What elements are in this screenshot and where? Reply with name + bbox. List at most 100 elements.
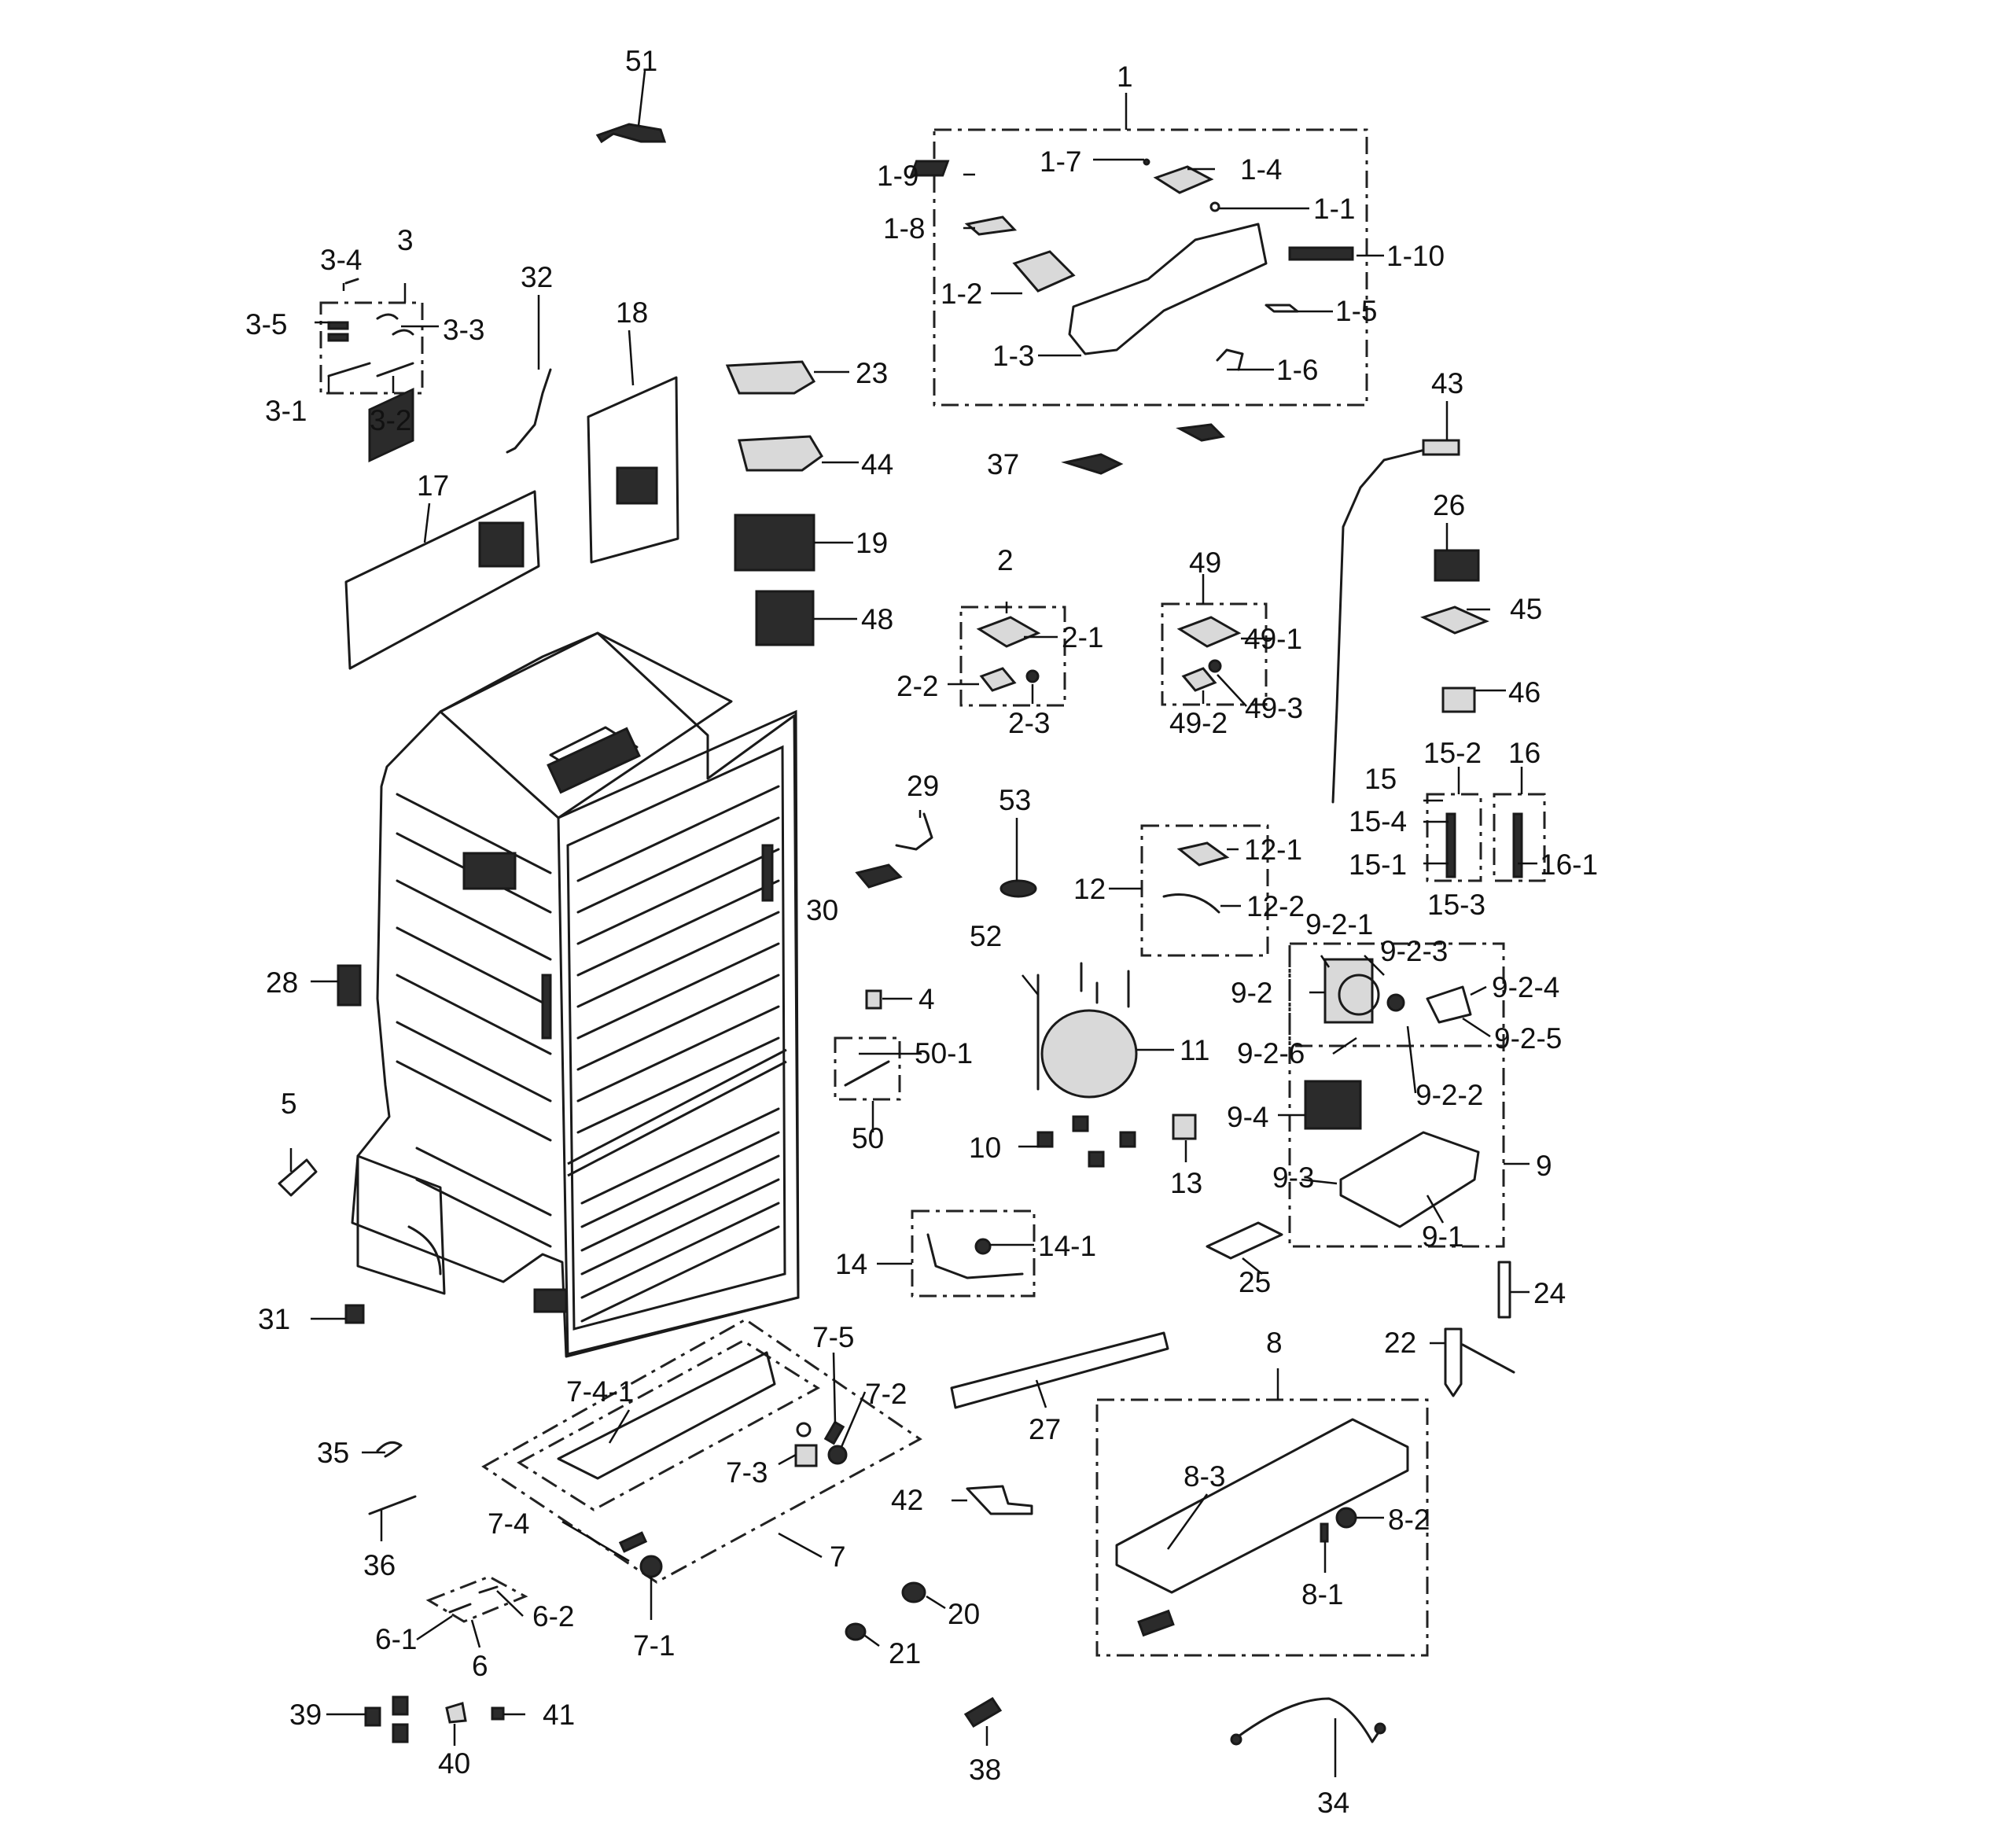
group-box-15 — [1426, 793, 1482, 882]
part-25 — [1206, 1221, 1283, 1260]
callout-37: 37 — [987, 448, 1019, 480]
callout-15-4: 15-4 — [1349, 805, 1407, 837]
callout-42: 42 — [891, 1484, 923, 1516]
part-9-2-2 — [1386, 993, 1405, 1012]
callout-2-2: 2-2 — [896, 670, 938, 702]
callout-27: 27 — [1029, 1413, 1061, 1445]
part-36 — [368, 1495, 417, 1515]
part-49-3 — [1208, 659, 1222, 673]
callout-1-7: 1-7 — [1040, 145, 1081, 178]
callout-38: 38 — [969, 1754, 1001, 1786]
callout-3-1: 3-1 — [265, 395, 307, 427]
callout-8-1: 8-1 — [1301, 1578, 1343, 1611]
part-22 — [1444, 1327, 1515, 1397]
part-8-3 — [1115, 1418, 1409, 1594]
part-1-7 — [1143, 158, 1150, 166]
callout-9-4: 9-4 — [1227, 1101, 1268, 1133]
part-23 — [725, 360, 816, 395]
callout-16: 16 — [1508, 737, 1541, 769]
part-42 — [966, 1485, 1033, 1515]
part-3-4 — [344, 278, 359, 285]
callout-14-1: 14-1 — [1038, 1230, 1096, 1262]
callout-19: 19 — [856, 527, 888, 559]
callout-23: 23 — [856, 357, 888, 389]
part-16-1 — [1512, 812, 1523, 878]
part-1-6 — [1216, 348, 1244, 371]
callout-11: 11 — [1180, 1034, 1209, 1066]
group-box-6 — [425, 1575, 528, 1623]
part-32 — [506, 368, 552, 454]
callout-28: 28 — [266, 966, 298, 999]
callout-20: 20 — [948, 1598, 980, 1630]
callout-49-3: 49-3 — [1245, 692, 1303, 724]
callout-49-1: 49-1 — [1244, 623, 1302, 655]
callout-7-4: 7-4 — [488, 1507, 529, 1540]
part-6-1 — [448, 1603, 472, 1614]
callout-1-10: 1-10 — [1386, 240, 1445, 272]
callout-3-4: 3-4 — [320, 244, 362, 276]
callout-9-2-6: 9-2-6 — [1237, 1037, 1305, 1069]
part-27 — [950, 1331, 1169, 1409]
part-11 — [1040, 1009, 1138, 1099]
callout-49-2: 49-2 — [1169, 707, 1228, 739]
callout-26: 26 — [1433, 489, 1465, 521]
callout-1-4: 1-4 — [1240, 153, 1282, 186]
callout-9-2-2: 9-2-2 — [1415, 1079, 1483, 1111]
group-box-50 — [834, 1036, 901, 1101]
callout-9: 9 — [1536, 1150, 1552, 1182]
part-30 — [855, 863, 903, 889]
part-9-4 — [1304, 1080, 1362, 1130]
part-1-extra-bracket — [1176, 423, 1226, 442]
callout-9-1: 9-1 — [1422, 1220, 1463, 1253]
callout-7-5: 7-5 — [812, 1321, 854, 1353]
group-box-3 — [319, 301, 424, 395]
callout-1-1: 1-1 — [1313, 193, 1355, 225]
part-17-vent-b — [478, 521, 525, 568]
callout-6-2: 6-2 — [532, 1600, 574, 1633]
part-8-1 — [1320, 1522, 1329, 1543]
callout-53: 53 — [999, 784, 1031, 816]
callout-15-1: 15-1 — [1349, 849, 1407, 881]
callout-3-3: 3-3 — [443, 314, 484, 346]
callout-41: 41 — [543, 1699, 575, 1731]
part-9-1 — [1339, 1131, 1480, 1228]
callout-3-2: 3-2 — [370, 404, 411, 436]
callout-12: 12 — [1073, 873, 1106, 905]
part-2-1 — [976, 616, 1041, 648]
part-7-bushing — [618, 1531, 648, 1553]
callout-1-6: 1-6 — [1276, 354, 1318, 386]
callout-16-1: 16-1 — [1540, 849, 1598, 881]
refrigerator-cabinet — [351, 631, 800, 1358]
callout-48: 48 — [861, 603, 893, 635]
part-45 — [1420, 606, 1489, 635]
part-3-2 — [376, 362, 414, 377]
callout-9-2-3: 9-2-3 — [1380, 935, 1448, 967]
part-17-vent-a — [368, 387, 414, 463]
part-12-2 — [1162, 893, 1220, 914]
callout-22: 22 — [1384, 1327, 1416, 1359]
callout-45: 45 — [1510, 593, 1542, 625]
part-52 — [1036, 962, 1130, 1091]
callout-40: 40 — [438, 1747, 470, 1780]
callout-3-5: 3-5 — [245, 308, 287, 341]
callout-3: 3 — [397, 224, 414, 256]
part-7-2 — [823, 1420, 845, 1445]
part-1-5 — [1265, 304, 1299, 313]
callout-14: 14 — [835, 1248, 867, 1280]
part-13 — [1172, 1114, 1197, 1140]
part-1-9 — [909, 160, 950, 177]
part-9-2-4 — [1426, 985, 1472, 1024]
callout-25: 25 — [1239, 1266, 1271, 1298]
part-9-2-6 — [1338, 974, 1380, 1016]
callout-35: 35 — [317, 1437, 349, 1469]
callout-6: 6 — [472, 1650, 488, 1682]
part-41 — [491, 1706, 505, 1721]
part-37 — [1061, 453, 1124, 475]
callout-34: 34 — [1317, 1787, 1349, 1819]
group-box-16 — [1493, 793, 1546, 882]
callout-36: 36 — [363, 1549, 396, 1581]
callout-1-3: 1-3 — [992, 340, 1034, 372]
callout-5: 5 — [281, 1088, 297, 1120]
part-40 — [445, 1702, 467, 1724]
